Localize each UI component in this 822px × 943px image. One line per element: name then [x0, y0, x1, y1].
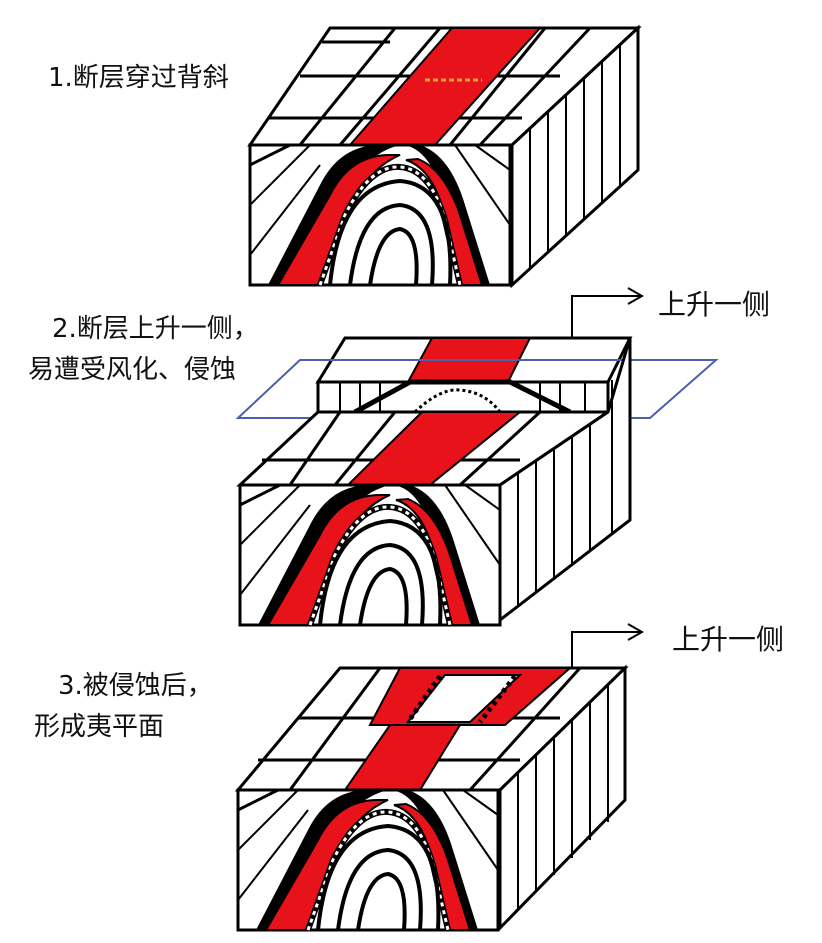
step-2-line-2: 易遭受风化、侵蚀	[28, 354, 237, 385]
upthrown-side-label-2: 上升一侧	[672, 623, 785, 656]
upthrown-side-label-1: 上升一侧	[658, 288, 771, 321]
step-2-caption: 2.断层上升一侧， 易遭受风化、侵蚀	[28, 313, 259, 386]
step-2-line-1: 2.断层上升一侧，	[52, 314, 259, 344]
block-2	[235, 287, 719, 625]
step-3-caption: 3.被侵蚀后， 形成夷平面	[34, 670, 213, 743]
block-1	[250, 24, 642, 289]
step-3-line-2: 形成夷平面	[34, 711, 165, 742]
step-3-line-1: 3.被侵蚀后，	[58, 671, 213, 701]
step-1-line-1: 1.断层穿过背斜	[48, 63, 229, 93]
block-3	[234, 623, 645, 930]
step-1-caption: 1.断层穿过背斜	[48, 62, 229, 95]
